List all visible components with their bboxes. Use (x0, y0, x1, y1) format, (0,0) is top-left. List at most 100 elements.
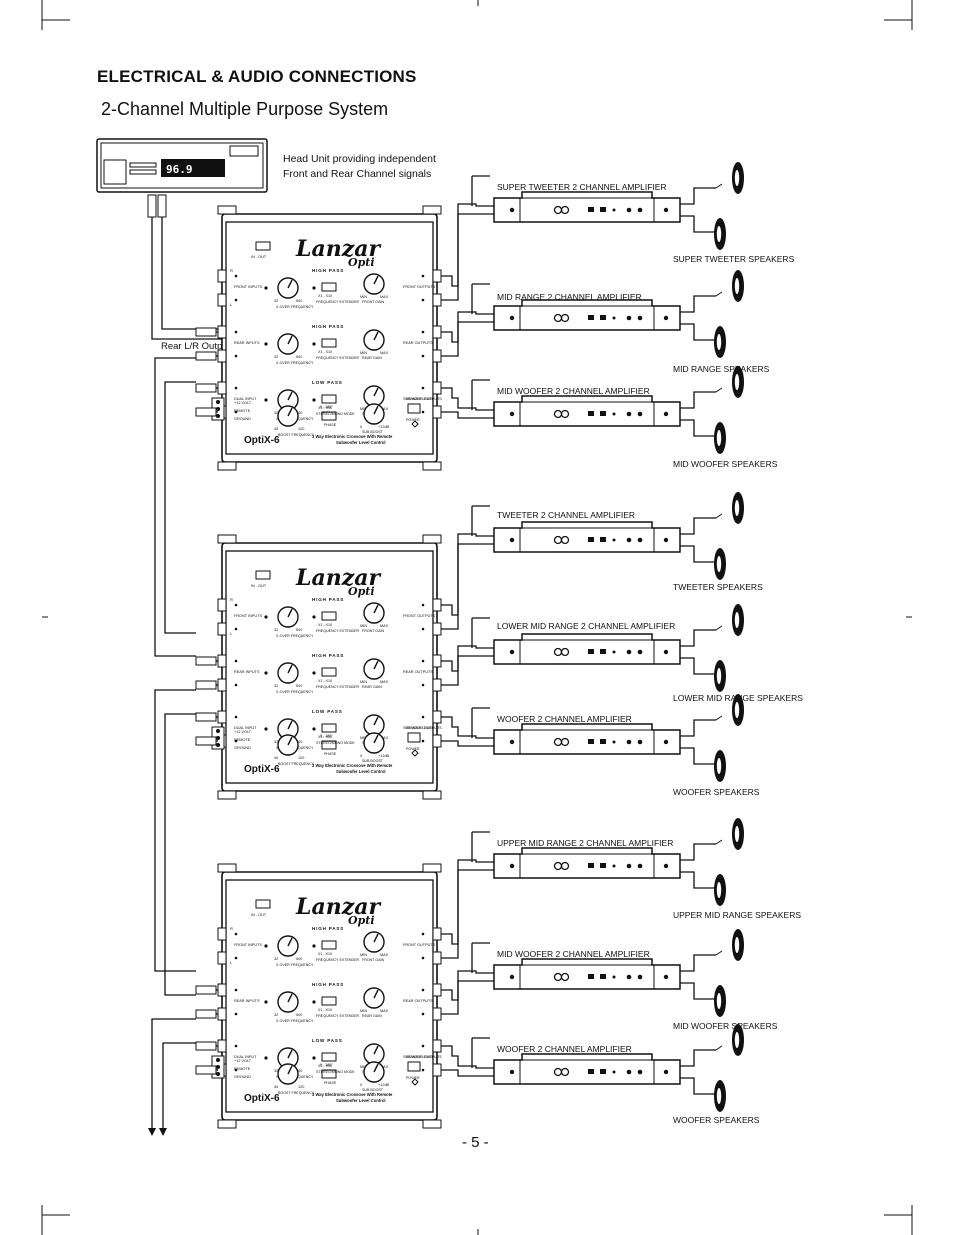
output-wire (441, 869, 494, 959)
knob-pointer (287, 391, 293, 401)
jack-dot (234, 1068, 238, 1072)
remote-label: REMOTE (234, 1067, 251, 1071)
amp-rca-input (553, 205, 563, 215)
amp-control (626, 411, 632, 417)
power-label: POWER (406, 418, 420, 422)
page-number: - 5 - (462, 1134, 489, 1151)
jack-dot (421, 715, 425, 719)
knob-pointer (287, 993, 293, 1003)
speaker-cone (734, 937, 740, 953)
crossover-panel (225, 221, 434, 455)
input-jack (217, 293, 227, 307)
output-wire (441, 740, 494, 747)
input-label: DUAL INPUT (234, 397, 257, 401)
knob-pointer (373, 275, 379, 285)
amp-screw (509, 411, 515, 417)
extender-switch (321, 394, 337, 404)
amp-screw (663, 537, 669, 543)
freq-min-label: 32 (274, 1013, 278, 1017)
indicator-dot (312, 615, 316, 619)
output-label: FRONT OUTPUTS (403, 943, 436, 947)
mode-label: FREQUENCY EXTENDER (316, 629, 359, 633)
amp-led (612, 650, 616, 654)
amp-led (612, 412, 616, 416)
amplifier-panel (519, 197, 655, 223)
jack-dot (234, 659, 238, 663)
knob-pointer (373, 1063, 379, 1073)
rca-plug (195, 351, 217, 361)
jack-dot (421, 386, 425, 390)
amp-switch (600, 1069, 606, 1074)
speaker-label: TWEETER SPEAKERS (673, 582, 763, 592)
phase-label: PHASE (324, 1081, 337, 1085)
knob-pointer (373, 604, 379, 614)
page-heading: ELECTRICAL & AUDIO CONNECTIONS (97, 67, 417, 86)
jack-dot (421, 603, 425, 607)
jack-dot (234, 386, 238, 390)
amp-screw (509, 739, 515, 745)
daisy-chain-wire (154, 689, 196, 972)
mounting-tab (217, 863, 237, 873)
amp-rca-input (560, 647, 570, 657)
amp-rca-input (560, 737, 570, 747)
mounting-tab (217, 790, 237, 800)
amplifier-body (493, 521, 681, 553)
knob-pointer (287, 1049, 293, 1059)
output-label: REAR OUTPUTS (403, 999, 433, 1003)
jack-dot (234, 932, 238, 936)
gain-min-label: MIN (360, 953, 367, 957)
rca-plug (195, 407, 217, 417)
ground-label: GROUND (234, 746, 251, 750)
indicator-dot (264, 342, 268, 346)
rca-plug (195, 712, 217, 722)
jack-dot (234, 956, 238, 960)
amp-screw (509, 863, 515, 869)
jack-dot (421, 410, 425, 414)
remote-level-jack (407, 1061, 421, 1072)
speaker-wire (680, 1049, 716, 1067)
range-label: X1 - X10 (318, 350, 332, 354)
amp-rca-input (560, 313, 570, 323)
jack-dot (234, 410, 238, 414)
output-jack (432, 654, 442, 668)
knob-pointer (287, 664, 293, 674)
amp-rca-input (560, 861, 570, 871)
amp-led (612, 316, 616, 320)
extender-switch (321, 338, 337, 348)
section-title: LOW PASS (312, 1038, 343, 1043)
amp-control (637, 1069, 643, 1075)
speaker-wire-tip (715, 839, 723, 845)
jack-dot (421, 354, 425, 358)
amp-control (626, 863, 632, 869)
knob-pointer (287, 279, 293, 289)
range-label: X1 - X10 (318, 623, 332, 627)
input-jack (217, 1007, 227, 1021)
arrow-down (159, 1128, 167, 1136)
output-wire (441, 716, 494, 739)
jack-dot (421, 627, 425, 631)
xover-frequency-label: X-OVER FREQUENCY (276, 690, 314, 694)
knob-pointer (373, 989, 379, 999)
output-jack (432, 983, 442, 997)
amp-rca-input (560, 972, 570, 982)
rca-plug (195, 1009, 217, 1019)
amp-control (626, 974, 632, 980)
speaker-cone (716, 758, 722, 774)
gain-label: FRONT GAIN (362, 958, 385, 962)
brand-logo: Lanzar (295, 236, 381, 262)
speaker-wire (680, 871, 716, 889)
indicator-dot (312, 286, 316, 290)
output-jack (432, 269, 442, 283)
input-label: DUAL INPUT (234, 1055, 257, 1059)
boost-max-label: 120 (298, 1085, 304, 1089)
terminal-screw (216, 1065, 220, 1069)
speaker-label: SUPER TWEETER SPEAKERS (673, 254, 795, 264)
crossover-panel (225, 879, 434, 1113)
freq-max-label: 500 (296, 355, 302, 359)
rca-cable-rear-right (161, 265, 222, 330)
phase-label: PHASE (324, 423, 337, 427)
